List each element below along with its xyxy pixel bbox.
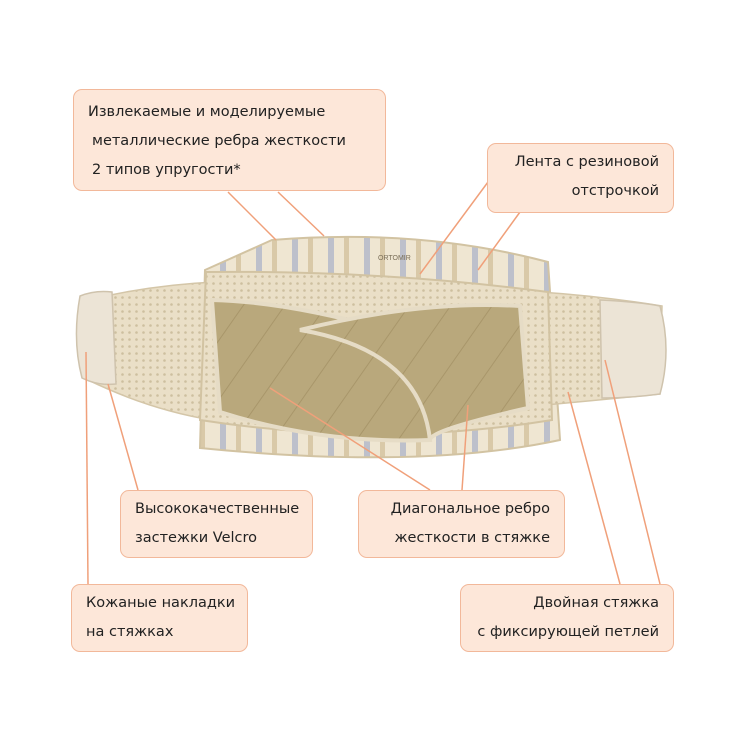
callout-leather-line-1: Кожаные накладки: [86, 595, 236, 611]
callout-ribs-line-3: 2 типов упругости*: [92, 162, 241, 178]
callout-double: Двойная стяжка с фиксирующей петлей: [460, 584, 674, 652]
callout-diagonal-line-1: Диагональное ребро: [390, 501, 550, 517]
callout-tape: Лента с резиновой отстрочкой: [487, 143, 674, 213]
callout-leather: Кожаные накладки на стяжках: [71, 584, 248, 652]
left-velcro-pad: [75, 290, 117, 386]
callout-leather-line-2: на стяжках: [86, 624, 174, 640]
callout-tape-line-1: Лента с резиновой: [514, 154, 659, 170]
right-quilted-pad: [299, 303, 531, 441]
callout-ribs-line-1: Извлекаемые и моделируемые: [88, 104, 326, 120]
brand-label: ORTOMIR: [378, 255, 411, 262]
right-velcro-pad: [599, 299, 667, 399]
callout-diagonal-line-2: жесткости в стяжке: [394, 530, 550, 546]
callout-double-line-2: с фиксирующей петлей: [477, 624, 659, 640]
callout-double-line-1: Двойная стяжка: [533, 595, 659, 611]
callout-velcro: Высококачественные застежки Velcro: [120, 490, 313, 558]
callout-velcro-line-1: Высококачественные: [135, 501, 300, 517]
callout-velcro-line-2: застежки Velcro: [135, 530, 258, 546]
callout-tape-line-2: отстрочкой: [571, 183, 659, 199]
callout-ribs-line-2: металлические ребра жесткости: [92, 133, 346, 149]
callout-ribs: Извлекаемые и моделируемые металлические…: [73, 89, 386, 191]
callout-diagonal: Диагональное ребро жесткости в стяжке: [358, 490, 565, 558]
